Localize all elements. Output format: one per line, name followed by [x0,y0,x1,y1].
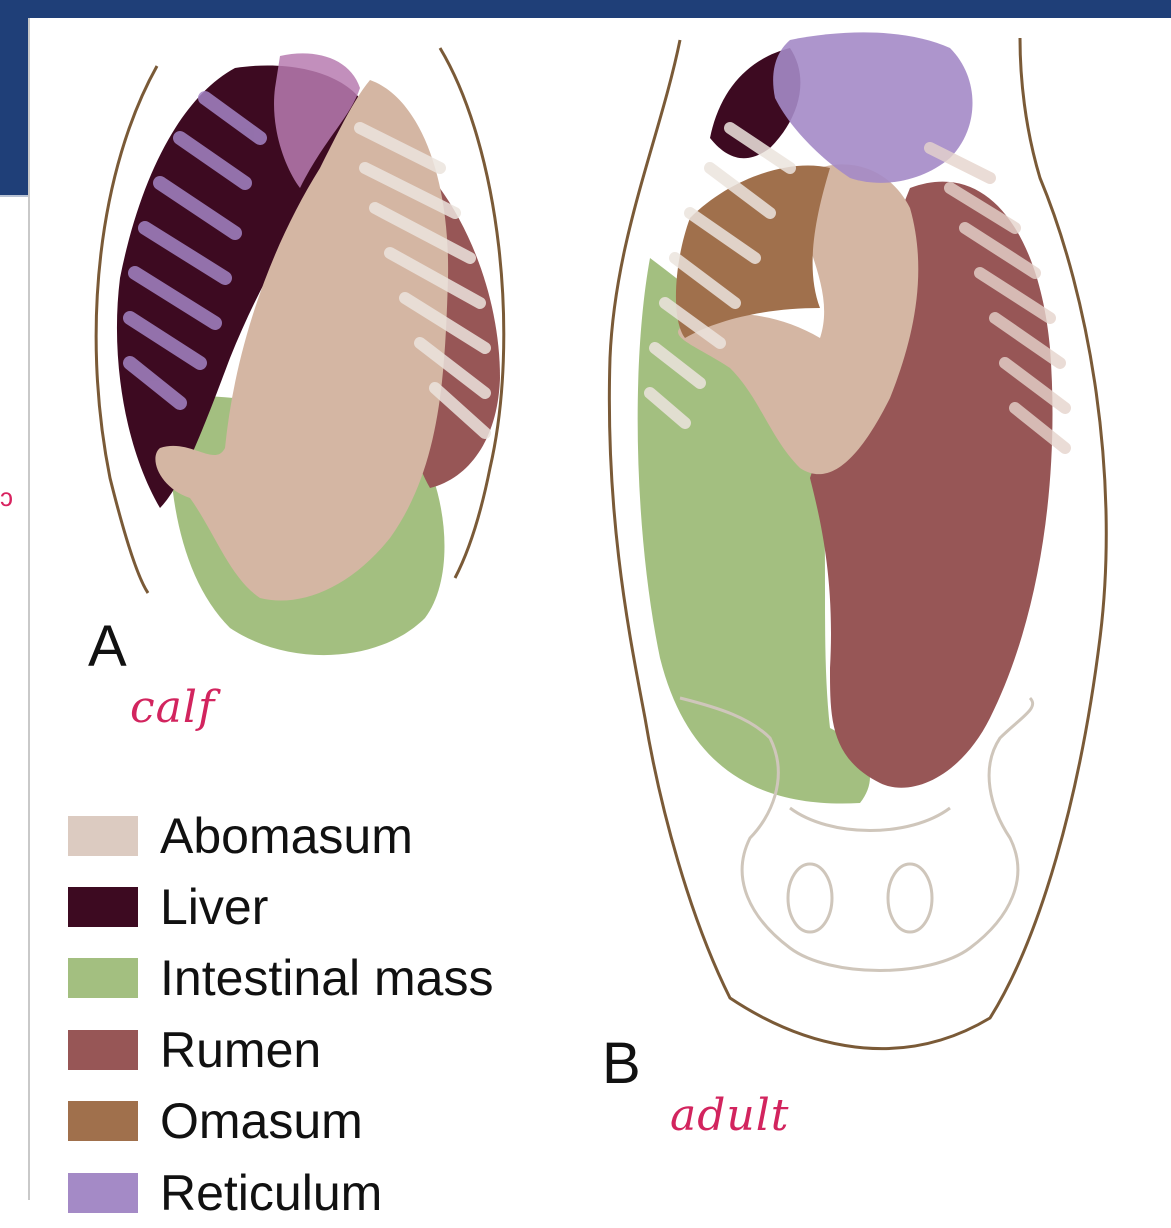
legend-swatch [68,815,138,856]
legend-label: Omasum [160,1093,363,1150]
legend-item: Abomasum [68,800,493,871]
legend-label: Liver [160,879,269,936]
adult-abomasum [678,164,919,475]
legend-label: Intestinal mass [160,950,494,1007]
legend-item: Reticulum [68,1157,493,1228]
background-divider [0,195,30,197]
adult-ribs-left [644,122,796,429]
legend-label: Reticulum [160,1164,383,1221]
calf-ribs-left [123,91,267,410]
adult-ribs-right [924,142,1071,454]
legend-swatch [68,1172,138,1213]
panel-a-letter: A [88,614,127,679]
legend-swatch [68,958,138,999]
background-annotation-fragment: ↄ [0,482,13,512]
legend-item: Intestinal mass [68,943,493,1014]
adult-body-outline [607,37,1108,1051]
adult-intestinal-mass [637,258,870,804]
legend-swatch [68,1101,138,1142]
legend-item: Rumen [68,1014,493,1085]
adult-pelvis [679,696,1035,972]
calf-ribs-right [354,122,491,439]
adult-figure [607,32,1108,1051]
legend-swatch [68,1029,138,1070]
calf-body-outline-right [438,47,506,579]
panel-b-caption: adult [670,1090,790,1141]
legend-swatch [68,887,138,928]
calf-reticulum [274,53,360,188]
legend-item: Liver [68,871,493,942]
calf-body-outline-left [94,65,159,594]
legend-item: Omasum [68,1086,493,1157]
panel-a-caption: calf [130,682,216,733]
legend-label: Abomasum [160,807,413,864]
panel-b-letter: B [602,1031,641,1096]
calf-figure [94,47,506,656]
stomach-diagram [94,32,1108,1051]
adult-reticulum [773,32,973,183]
legend-label: Rumen [160,1021,322,1078]
